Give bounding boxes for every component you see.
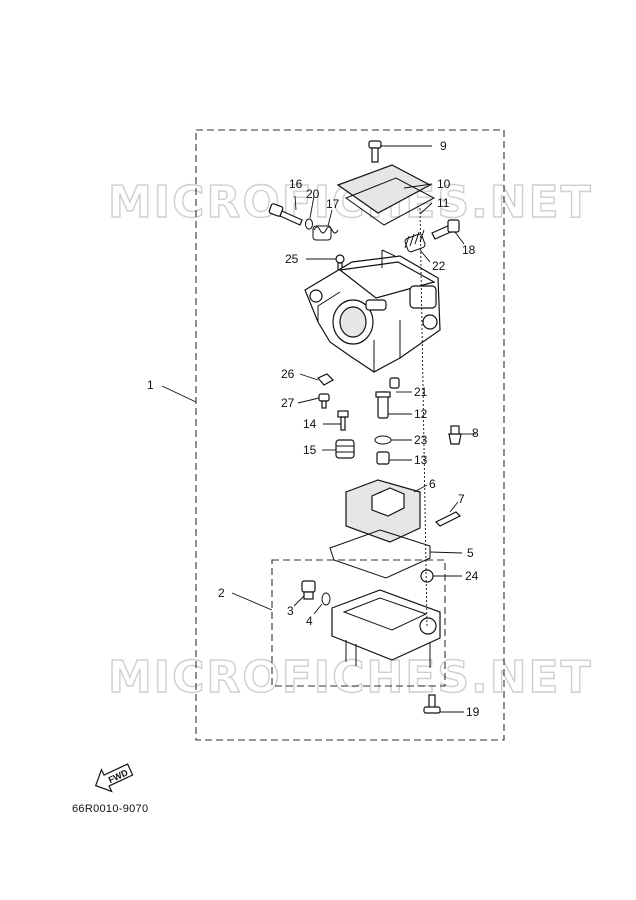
part-22-spring	[404, 229, 426, 253]
part-16-pilot-screw	[268, 203, 303, 226]
callout-18: 18	[462, 243, 476, 257]
part-23-o-ring	[374, 435, 392, 445]
part-7-pin	[434, 511, 462, 527]
part-11-gasket	[344, 177, 436, 226]
callout-21: 21	[414, 385, 428, 399]
part-17-spring	[312, 225, 339, 241]
callout-14: 14	[303, 417, 317, 431]
part-9-screw	[368, 140, 382, 163]
callout-labels: 1 2 3 4 5 6 7 8 9 10 11 12 13 14 15 16 1…	[147, 139, 480, 719]
part-26-plate	[317, 373, 334, 386]
callout-4: 4	[306, 614, 313, 628]
float-chamber	[331, 589, 441, 668]
callout-16: 16	[289, 177, 303, 191]
leader-lines	[161, 145, 476, 713]
callout-19: 19	[466, 705, 480, 719]
part-6-float	[345, 479, 421, 543]
diagram-code: 66R0010-9070	[72, 803, 149, 815]
part-10-cover	[336, 164, 432, 214]
callout-13: 13	[414, 453, 428, 467]
callout-6: 6	[429, 477, 436, 491]
callout-25: 25	[285, 252, 299, 266]
callout-9: 9	[440, 139, 447, 153]
callout-24: 24	[465, 569, 479, 583]
part-3-drain-plug	[301, 580, 316, 600]
part-24-filter	[420, 569, 434, 583]
callout-2: 2	[218, 586, 225, 600]
callout-12: 12	[414, 407, 428, 421]
callout-3: 3	[287, 604, 294, 618]
callout-15: 15	[303, 443, 317, 457]
callout-22: 22	[432, 259, 446, 273]
callout-20: 20	[306, 187, 320, 201]
fwd-arrow-icon: FWD	[94, 763, 134, 793]
callout-5: 5	[467, 546, 474, 560]
part-27-screw	[318, 393, 330, 409]
part-5-gasket	[329, 529, 431, 579]
part-21-jet	[389, 377, 400, 389]
assembly-boundary	[195, 129, 505, 741]
callout-11: 11	[437, 196, 450, 210]
part-12-nozzle	[375, 391, 391, 419]
callout-26: 26	[281, 367, 295, 381]
part-18-screw	[431, 219, 460, 240]
part-4-o-ring	[321, 592, 331, 606]
float-chamber-boundary	[271, 559, 446, 687]
part-14-pilot-jet	[337, 410, 349, 431]
part-15-jet	[335, 439, 355, 459]
watermark-bottom: MICROFICHES.NET	[108, 652, 593, 703]
part-20-o-ring	[305, 218, 313, 230]
callout-27: 27	[281, 396, 295, 410]
callout-17: 17	[326, 197, 340, 211]
callout-8: 8	[472, 426, 479, 440]
part-8-needle-valve	[448, 425, 462, 445]
part-13-main-jet	[376, 451, 390, 465]
callout-10: 10	[437, 177, 451, 191]
callout-23: 23	[414, 433, 428, 447]
part-19-screw	[423, 694, 441, 714]
callout-1: 1	[147, 378, 154, 392]
carburetor-body	[304, 249, 441, 373]
callout-7: 7	[458, 492, 465, 506]
